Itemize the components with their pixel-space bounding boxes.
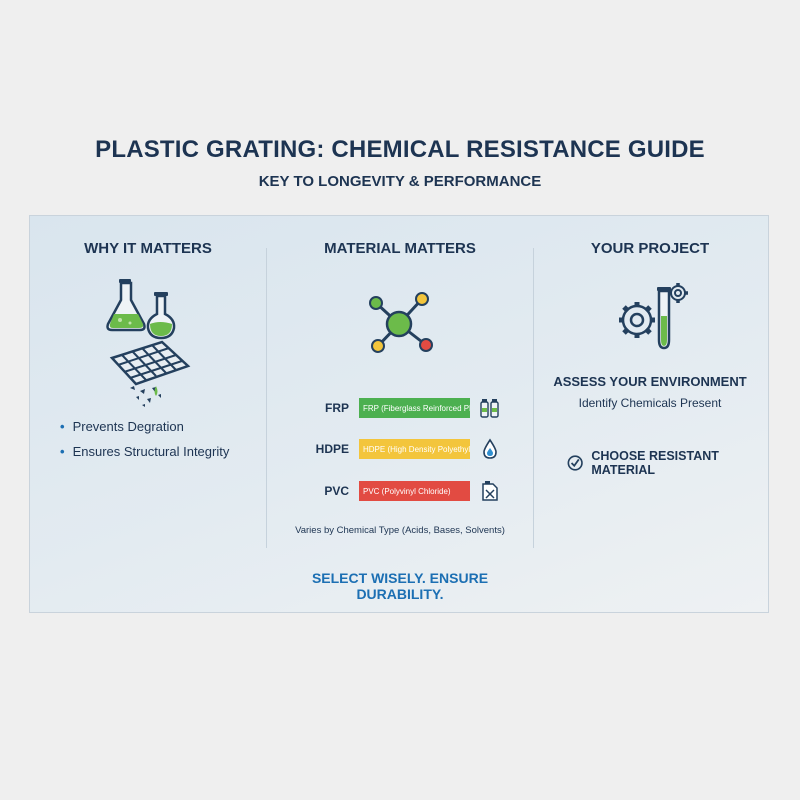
chemical-type-note: Varies by Chemical Type (Acids, Bases, S… <box>295 525 505 536</box>
material-label: PVC <box>324 484 349 498</box>
assess-environment-heading: ASSESS YOUR ENVIRONMENT <box>553 374 747 389</box>
flask-icon <box>106 279 146 332</box>
choose-material-item: CHOOSE RESISTANT MATERIAL <box>567 449 768 477</box>
material-bar-hdpe: HDPE (High Density Polyethylene) <box>359 439 470 459</box>
list-item: •Prevents Degration <box>60 419 184 434</box>
material-bar-frp: FRP (Fiberglass Reinforced Plastic) <box>359 398 470 418</box>
grating-icon <box>109 340 191 386</box>
your-project-heading: YOUR PROJECT <box>590 240 710 257</box>
bullet-icon: • <box>60 444 65 459</box>
page-title: PLASTIC GRATING: CHEMICAL RESISTANCE GUI… <box>95 136 705 163</box>
column-divider <box>266 248 267 548</box>
material-row-frp: FRP FRP (Fiberglass Reinforced Plastic) <box>313 397 500 419</box>
molecule-icon <box>369 292 433 353</box>
material-row-pvc: PVC PVC (Polyvinyl Chloride) <box>313 480 500 502</box>
identify-chemicals-text: Identify Chemicals Present <box>578 396 722 410</box>
chemical-grating-icon <box>106 279 191 407</box>
material-label: HDPE <box>315 442 349 456</box>
why-it-matters-heading: WHY IT MATTERS <box>84 240 212 257</box>
choose-material-label: CHOOSE RESISTANT MATERIAL <box>591 449 719 477</box>
canister-icon <box>482 481 498 501</box>
material-label: FRP <box>325 401 349 415</box>
gear-icon <box>619 302 655 338</box>
gear-testtube-icon <box>619 283 688 350</box>
debris-icon <box>130 386 161 407</box>
droplet-icon <box>483 438 497 459</box>
bottles-icon <box>480 399 499 418</box>
column-divider <box>533 248 534 548</box>
test-tube-icon <box>657 287 671 350</box>
list-item: •Ensures Structural Integrity <box>60 444 230 459</box>
material-bar-pvc: PVC (Polyvinyl Chloride) <box>359 481 470 501</box>
small-gear-icon <box>668 283 688 303</box>
material-matters-heading: MATERIAL MATTERS <box>324 240 476 257</box>
guide-panel: WHY IT MATTERS <box>29 215 769 613</box>
material-row-hdpe: HDPE HDPE (High Density Polyethylene) <box>313 438 500 460</box>
page-subtitle: KEY TO LONGEVITY & PERFORMANCE <box>258 173 542 190</box>
tagline: SELECT WISELY. ENSURE DURABILITY. <box>311 570 489 602</box>
bullet-icon: • <box>60 419 65 434</box>
check-circle-icon <box>567 455 583 471</box>
round-flask-icon <box>146 292 176 340</box>
why-bullet-list: •Prevents Degration •Ensures Structural … <box>60 419 229 469</box>
